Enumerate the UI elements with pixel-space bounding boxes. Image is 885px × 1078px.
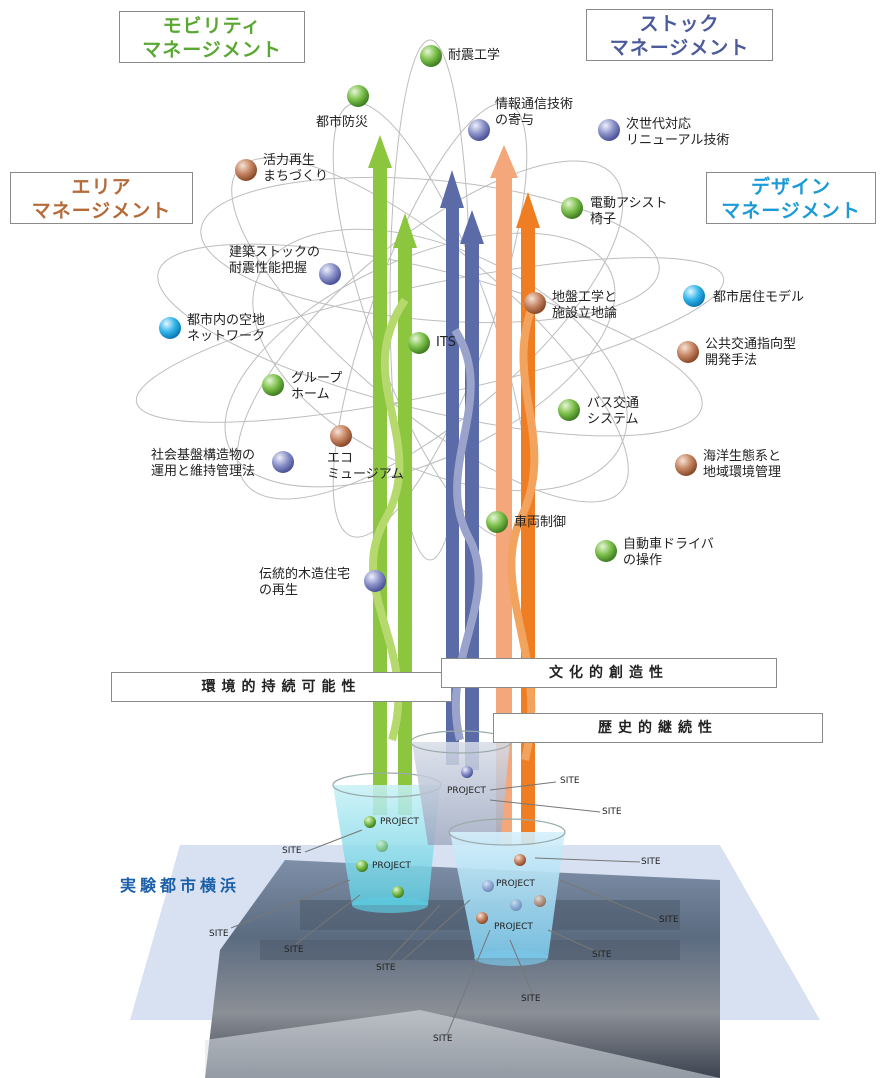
topic-eco-museum: エコミュージアム [327, 451, 404, 482]
topic-group-home: グループホーム [291, 371, 343, 402]
project-label: PROJECT [380, 817, 419, 827]
mobility-management-box: モビリティ マネージメント [119, 11, 305, 63]
site-label: SITE [641, 857, 661, 867]
area-management-box: エリア マネージメント [10, 172, 193, 224]
area-line1: エリア [71, 176, 132, 198]
cultural-creativity-box: 文化的創造性 [441, 658, 777, 688]
topic-balls [159, 45, 705, 592]
topic-infrastructure-maintenance: 社会基盤構造物の運用と維持管理法 [151, 448, 256, 479]
site-label: SITE [592, 950, 612, 960]
topic-its: ITS [436, 335, 457, 350]
area-line2: マネージメント [31, 200, 172, 222]
beaker-right [448, 818, 566, 966]
topic-renewal-technology: 次世代対応リニューアル技術 [626, 117, 730, 148]
topic-building-stock-seismic: 建築ストックの耐震性能把握 [229, 245, 321, 276]
topic-wooden-house: 伝統的木造住宅の再生 [259, 567, 351, 598]
site-label: SITE [433, 1034, 453, 1044]
site-label: SITE [376, 963, 396, 973]
project-label: PROJECT [494, 922, 533, 932]
topic-urban-disaster-prevention: 都市防災 [316, 115, 369, 130]
site-label: SITE [521, 994, 541, 1004]
topic-bus-system: バス交通システム [587, 396, 640, 427]
topic-marine-ecosystem: 海洋生態系と地域環境管理 [703, 449, 782, 480]
historical-continuity-box: 歴史的継続性 [493, 713, 823, 743]
site-label: SITE [209, 929, 229, 939]
project-label: PROJECT [372, 861, 411, 871]
city-label: 実験都市横浜 [120, 876, 241, 895]
flow-arrows [368, 135, 540, 845]
topic-vehicle-control: 車両制御 [514, 515, 567, 530]
site-label: SITE [560, 776, 580, 786]
topic-driver-operation: 自動車ドライバの操作 [623, 537, 714, 568]
topic-revitalization: 活力再生まちづくり [263, 153, 329, 184]
topic-seismic-engineering: 耐震工学 [448, 48, 501, 63]
topic-open-space-network: 都市内の空地ネットワーク [187, 313, 266, 344]
site-leaders [230, 781, 658, 1036]
topic-ict-contribution: 情報通信技術の寄与 [495, 97, 574, 128]
stock-line2: マネージメント [609, 37, 750, 59]
project-label: PROJECT [447, 786, 486, 796]
site-label: SITE [282, 846, 302, 856]
topic-geotechnical: 地盤工学と施設立地論 [552, 290, 618, 321]
stock-line1: ストック [639, 13, 720, 35]
mobility-line1: モビリティ [162, 15, 262, 37]
site-label: SITE [659, 915, 679, 925]
project-label: PROJECT [496, 879, 535, 889]
mobility-line2: マネージメント [142, 39, 282, 61]
topic-electric-assist-chair: 電動アシスト椅子 [590, 196, 668, 227]
design-line2: マネージメント [721, 200, 861, 222]
topic-tod: 公共交通指向型開発手法 [705, 337, 797, 368]
design-line1: デザイン [750, 176, 831, 198]
stock-management-box: ストック マネージメント [586, 9, 773, 61]
site-label: SITE [284, 945, 304, 955]
environmental-sustainability-box: 環境的持続可能性 [111, 672, 452, 702]
site-label: SITE [602, 807, 622, 817]
design-management-box: デザイン マネージメント [706, 172, 876, 224]
topic-urban-residence-model: 都市居住モデル [713, 290, 805, 305]
